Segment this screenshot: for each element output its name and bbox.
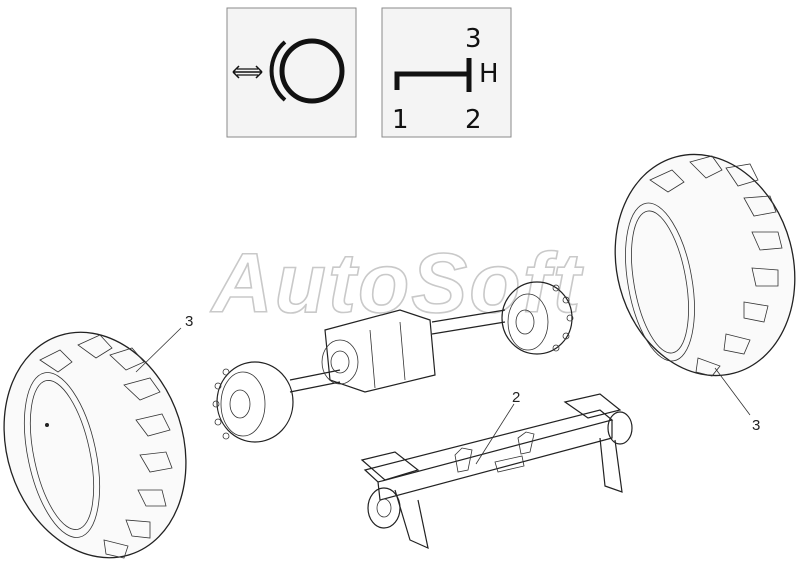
front-axle-symbol-icon <box>232 38 345 104</box>
shift-label-1: 1 <box>392 105 409 135</box>
callout-right-wheel: 3 <box>714 367 760 434</box>
watermark-text: AutoSoft <box>210 236 584 330</box>
axle-assembly <box>212 281 574 443</box>
right-wheel-tire <box>614 153 796 377</box>
callout-left-wheel: 3 <box>135 313 193 373</box>
axle-frame <box>360 393 633 550</box>
shift-label-3: 3 <box>465 24 482 54</box>
shift-label-h: H <box>479 59 499 89</box>
callout-label-left-wheel: 3 <box>185 313 193 330</box>
icon-box-shift-pattern: 3 H 1 2 <box>381 7 512 138</box>
callout-label-frame: 2 <box>512 389 520 406</box>
left-wheel-tire <box>3 331 187 559</box>
icon-box-axle <box>226 7 357 138</box>
callout-frame: 2 <box>475 389 520 465</box>
transmission-shift-pattern-icon <box>394 58 472 92</box>
callout-label-right-wheel: 3 <box>752 417 760 434</box>
shift-label-2: 2 <box>465 105 482 135</box>
